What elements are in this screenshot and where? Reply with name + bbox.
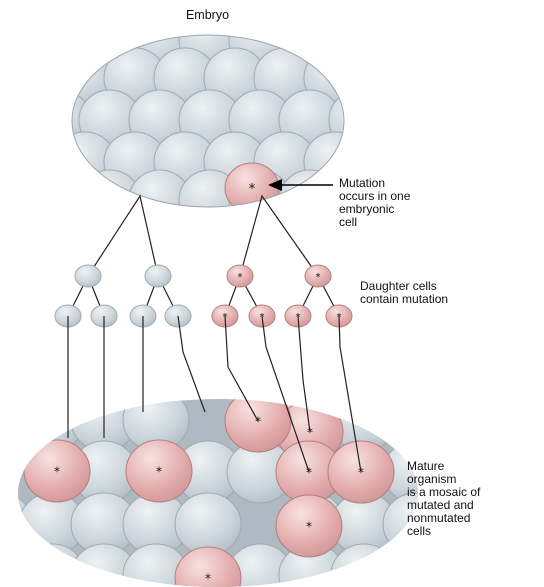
normal-cell-body [279,170,341,230]
mutated-daughter-cell: * [227,265,253,287]
cell-lineage-lines [68,196,339,316]
mutation-star: * [316,272,321,283]
normal-daughter-cell [145,265,171,287]
normal-cell-body [383,544,449,587]
organism-cell [383,389,449,451]
embryo-cell [354,48,416,108]
organism-cell [383,544,449,587]
lineage-line [240,196,318,276]
daughter-cells-note: Daughter cells contain mutation [360,280,448,306]
embryo-cell [4,132,66,192]
mutation-star: * [238,272,243,283]
mutation-star: * [358,466,364,480]
normal-cell-body [29,170,91,230]
embryo-cell [4,48,66,108]
mutation-star: * [54,465,60,479]
mutation-star: * [249,182,256,197]
normal-cell-body [4,132,66,192]
mutated-daughter-cell: * [305,265,331,287]
mutation-note-line: cell [339,216,410,229]
normal-cell-body [75,265,101,287]
normal-daughter-cell [75,265,101,287]
mature-organism-note: Mature organism is a mosaic of mutated a… [407,460,480,538]
embryo-cell [29,170,91,230]
lineage-line [88,196,158,276]
organism-cell [0,389,33,451]
mutation-star: * [205,572,211,586]
daughter-note-line: contain mutation [360,293,448,306]
organism-mutated-cell: * [276,495,342,557]
normal-cell-body [145,265,171,287]
mature-note-line: cells [407,525,480,538]
organism-mutated-cell: * [126,440,192,502]
organism-cell [175,493,241,555]
embryo-title: Embryo [0,9,415,22]
organism-mutated-cell: * [24,440,90,502]
mature-organism: ******** [0,389,449,587]
embryo-cell [79,170,141,230]
normal-cell-body [175,493,241,555]
mutation-note: Mutation occurs in one embryonic cell [339,177,410,229]
embryo-cell [279,170,341,230]
normal-cell-body [79,170,141,230]
normal-cell-body [4,48,66,108]
mutation-star: * [306,520,312,534]
normal-cell-body [354,48,416,108]
mutation-star: * [156,465,162,479]
normal-cell-body [383,389,449,451]
normal-cell-body [0,389,33,451]
lineage-line [178,316,205,412]
